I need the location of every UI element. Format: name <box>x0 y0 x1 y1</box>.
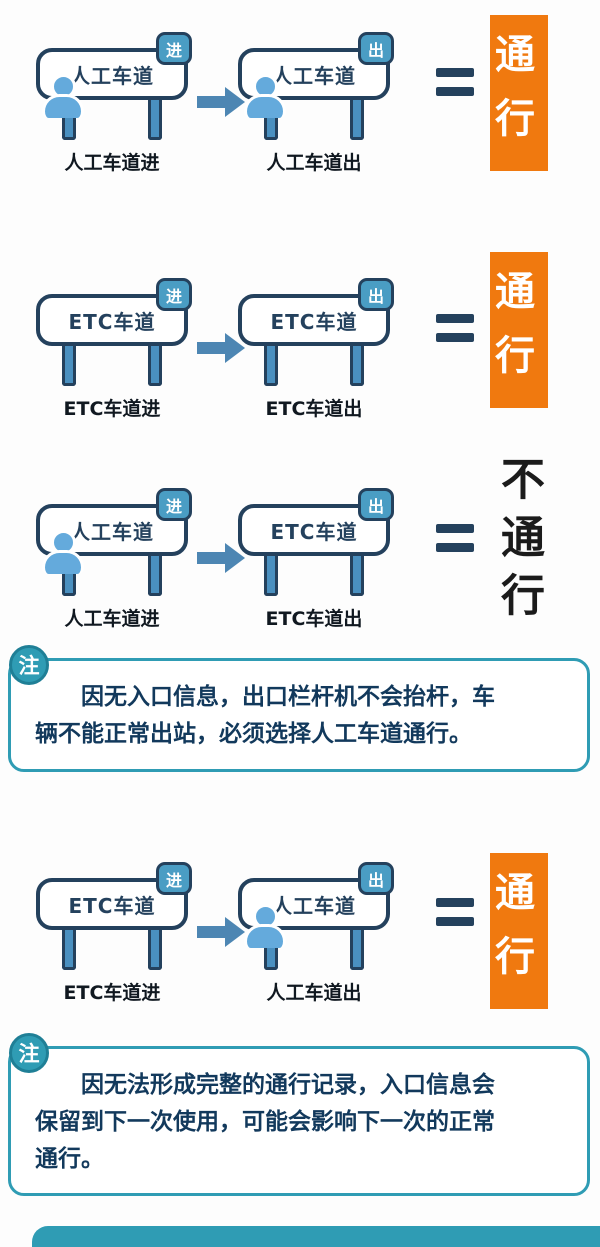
person-icon <box>242 74 288 118</box>
arrow-right-icon <box>197 333 245 363</box>
scenario-row-3: 进 人工车道 人工车道进 出 ETC车道 ETC车道出 不通行 <box>0 456 600 678</box>
entry-sign: 进 人工车道 人工车道进 <box>36 488 192 631</box>
entry-badge: 进 <box>156 278 192 311</box>
sign-leg-right <box>350 556 364 596</box>
entry-sign: 进 ETC车道 ETC车道进 <box>36 862 192 1005</box>
sign-legs <box>36 930 188 970</box>
result-pass-badge: 通行 <box>488 853 548 1009</box>
exit-sign-board: ETC车道 <box>238 294 390 346</box>
arrow-head <box>225 333 245 363</box>
sign-leg-right <box>148 100 162 140</box>
exit-sign: 出 人工车道 人工车道出 <box>238 862 394 1005</box>
equals-bar <box>436 314 474 323</box>
entry-sign: 进 人工车道 人工车道进 <box>36 32 192 175</box>
sign-leg-right <box>350 346 364 386</box>
scenario-row-2: 进 ETC车道 ETC车道进 出 ETC车道 ETC车道出 通行 <box>0 252 600 468</box>
exit-sign: 出 人工车道 人工车道出 <box>238 32 394 175</box>
note-badge-icon: 注 <box>9 645 49 685</box>
arrow-head <box>225 543 245 573</box>
arrow-head <box>225 87 245 117</box>
sign-leg-left <box>62 346 76 386</box>
person-icon <box>40 530 86 574</box>
equals-bar <box>436 87 474 96</box>
arrow-head <box>225 917 245 947</box>
exit-badge: 出 <box>358 278 394 311</box>
person-icon <box>40 74 86 118</box>
exit-sign-label: 人工车道出 <box>266 982 362 1004</box>
person-body <box>244 94 286 118</box>
person-icon <box>242 904 288 948</box>
person-body <box>244 924 286 948</box>
sign-leg-right <box>350 100 364 140</box>
exit-sign-label: 人工车道出 <box>266 152 362 174</box>
note-box-2: 注 因无法形成完整的通行记录，入口信息会 保留到下一次使用，可能会影响下一次的正… <box>8 1033 590 1197</box>
arrow-shaft <box>197 96 225 108</box>
bottom-section-edge <box>32 1226 600 1247</box>
exit-sign: 出 ETC车道 ETC车道出 <box>238 278 394 421</box>
entry-badge: 进 <box>156 862 192 895</box>
entry-sign-label: ETC车道进 <box>63 982 161 1004</box>
arrow-right-icon <box>197 543 245 573</box>
equals-bar <box>436 68 474 77</box>
entry-badge: 进 <box>156 32 192 65</box>
scenario-row-1: 进 人工车道 人工车道进 出 人工车道 人工车道出 通行 <box>0 15 600 222</box>
note-text: 因无入口信息，出口栏杆机不会抬杆，车 辆不能正常出站，必须选择人工车道通行。 <box>35 684 495 747</box>
exit-badge: 出 <box>358 862 394 895</box>
exit-sign-label: ETC车道出 <box>265 608 363 630</box>
person-body <box>42 94 84 118</box>
arrow-shaft <box>197 926 225 938</box>
scenario-row-4: 进 ETC车道 ETC车道进 出 人工车道 人工车道出 通行 <box>0 853 600 1052</box>
entry-sign-board: ETC车道 <box>36 878 188 930</box>
result-pass-badge: 通行 <box>488 252 548 408</box>
equals-icon <box>436 898 474 936</box>
equals-bar <box>436 917 474 926</box>
sign-legs <box>238 346 390 386</box>
entry-sign-label: ETC车道进 <box>63 398 161 420</box>
entry-badge: 进 <box>156 488 192 521</box>
sign-legs <box>36 346 188 386</box>
sign-leg-right <box>148 930 162 970</box>
equals-icon <box>436 314 474 352</box>
entry-sign: 进 ETC车道 ETC车道进 <box>36 278 192 421</box>
arrow-shaft <box>197 552 225 564</box>
sign-leg-right <box>350 930 364 970</box>
note-text: 因无法形成完整的通行记录，入口信息会 保留到下一次使用，可能会影响下一次的正常 … <box>35 1072 495 1172</box>
sign-legs <box>238 556 390 596</box>
exit-badge: 出 <box>358 32 394 65</box>
equals-bar <box>436 898 474 907</box>
person-body <box>42 550 84 574</box>
exit-sign-label: ETC车道出 <box>265 398 363 420</box>
exit-sign: 出 ETC车道 ETC车道出 <box>238 488 394 631</box>
equals-bar <box>436 543 474 552</box>
equals-bar <box>436 333 474 342</box>
entry-sign-label: 人工车道进 <box>64 152 160 174</box>
sign-leg-right <box>148 346 162 386</box>
arrow-right-icon <box>197 917 245 947</box>
note-badge-icon: 注 <box>9 1033 49 1073</box>
entry-sign-label: 人工车道进 <box>64 608 160 630</box>
result-pass-badge: 通行 <box>488 15 548 171</box>
result-no-pass-text: 不通行 <box>493 456 544 630</box>
sign-leg-left <box>62 930 76 970</box>
equals-bar <box>436 524 474 533</box>
exit-badge: 出 <box>358 488 394 521</box>
equals-icon <box>436 524 474 562</box>
note-box-1: 注 因无入口信息，出口栏杆机不会抬杆，车 辆不能正常出站，必须选择人工车道通行。 <box>8 645 590 772</box>
equals-icon <box>436 68 474 106</box>
arrow-shaft <box>197 342 225 354</box>
arrow-right-icon <box>197 87 245 117</box>
sign-leg-right <box>148 556 162 596</box>
sign-leg-left <box>264 556 278 596</box>
sign-leg-left <box>264 346 278 386</box>
sign-legs <box>36 100 188 140</box>
